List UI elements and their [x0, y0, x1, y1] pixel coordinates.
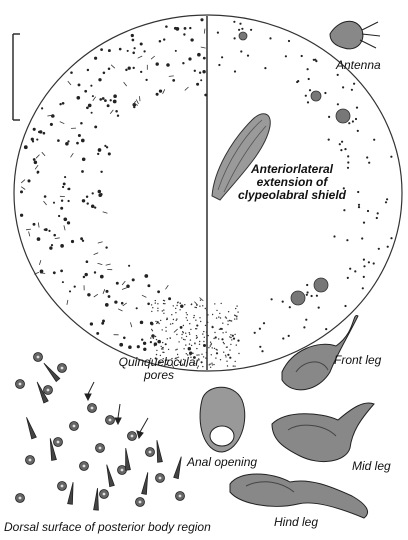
hind-leg-drawing: [229, 473, 368, 519]
label-hind-leg: Hind leg: [274, 515, 319, 529]
label-pores: Quinquelocular pores: [118, 355, 200, 383]
anal-opening-drawing: [199, 386, 246, 453]
dorsal-setae: [20, 28, 206, 369]
label-dorsal-surface: Dorsal surface of posterior body region: [4, 520, 211, 534]
label-mid-leg: Mid leg: [352, 459, 391, 473]
spiracle-anterior: [238, 31, 351, 306]
quinquelocular-pores: [15, 352, 185, 507]
scale-bar: [12, 33, 20, 121]
dorsal-ducts: [19, 18, 208, 364]
dorsal-spines: [26, 362, 182, 511]
front-leg-drawing: [281, 315, 359, 391]
label-shield: Anteriorlateral extension of clypeolabra…: [237, 162, 347, 203]
ventral-ducts: [211, 20, 393, 359]
pore-arrows: [84, 381, 149, 440]
label-anal-opening: Anal opening: [187, 455, 258, 469]
body-outline: [13, 14, 403, 372]
mid-leg-drawing: [271, 402, 375, 463]
antenna-drawing: [329, 20, 381, 50]
clypeolabral-shield: [211, 113, 271, 201]
label-antenna: Antenna: [336, 58, 381, 72]
label-front-leg: Front leg: [334, 353, 382, 367]
posterior-stipple: [150, 299, 240, 369]
